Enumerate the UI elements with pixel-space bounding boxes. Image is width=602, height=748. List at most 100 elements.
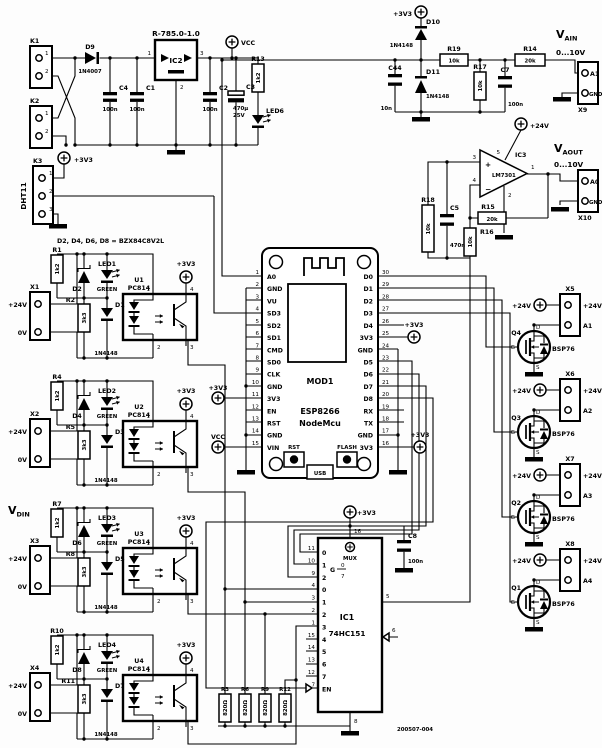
k2-label: K2 — [30, 98, 39, 105]
svg-text:S: S — [536, 450, 540, 456]
x10-label: X10 — [578, 215, 592, 222]
svg-text:GREEN: GREEN — [97, 414, 118, 420]
svg-text:R7: R7 — [52, 501, 61, 508]
svg-text:4: 4 — [190, 668, 194, 674]
diode-d11 — [415, 80, 427, 93]
flash-label: FLASH — [337, 445, 357, 451]
q3-ref: Q3 — [511, 415, 521, 422]
mod1-left-pin-number: 10 — [252, 380, 260, 386]
svg-text:3k3: 3k3 — [82, 439, 88, 450]
resistor-r14 — [514, 53, 546, 67]
d9-ref: D9 — [85, 44, 95, 51]
mod1-left-pin-number: 1 — [255, 270, 259, 276]
ic1-pin-label: 2 — [322, 612, 326, 619]
k2-pin2: 2 — [45, 129, 49, 135]
x1-label: X1 — [30, 284, 39, 291]
d11-ref: D11 — [426, 69, 440, 76]
mod1-name2: NodeMcu — [299, 419, 341, 428]
c44-value: 10n — [381, 106, 393, 112]
x9-gnd-label: GND — [589, 92, 602, 98]
svg-text:LED3: LED3 — [98, 515, 116, 522]
vaout-title: VAOUT — [554, 142, 583, 157]
mod1-left-pin-label: CLK — [267, 372, 280, 379]
opamp-plus: + — [485, 160, 491, 169]
mod1-left-pin-number: 9 — [255, 368, 259, 374]
resistor-r9 — [258, 693, 272, 723]
svg-text:3: 3 — [190, 599, 194, 605]
k1-label: K1 — [30, 38, 39, 45]
svg-text:G: G — [511, 430, 515, 436]
ic1-pin-label: 1 — [322, 562, 326, 569]
svg-text:S: S — [536, 620, 540, 626]
resistor-r6 — [238, 693, 252, 723]
cap-c3-polarized — [227, 90, 245, 96]
svg-text:+24V: +24V — [583, 388, 602, 395]
svg-text:4: 4 — [190, 541, 194, 547]
ic2-pin1: 1 — [147, 51, 151, 57]
mod1-left-pin-label: VIN — [267, 445, 279, 452]
ic1-g0: 0 — [341, 563, 345, 569]
svg-text:0V: 0V — [18, 711, 27, 718]
d10-value: 1N4148 — [390, 43, 414, 49]
svg-text:3k3: 3k3 — [82, 693, 88, 704]
svg-text:PC814: PC814 — [128, 666, 151, 673]
svg-text:D6: D6 — [72, 540, 82, 547]
ic1-3v3: +3V3 — [357, 510, 376, 517]
q4-gate: G — [511, 345, 515, 351]
diode-d9 — [85, 52, 96, 64]
connector-k2 — [29, 105, 53, 149]
mod1-name1: ESP8266 — [300, 407, 340, 416]
d2-ref: D2 — [72, 286, 82, 293]
mod1-left-pin-number: 2 — [255, 282, 259, 288]
din-block3-labels: X3 +24V 0V R7 1k2 D6 LED3 GREEN R8 3k3 D… — [8, 501, 195, 611]
c5-ref: C5 — [450, 205, 459, 212]
r15-ref: R15 — [481, 204, 495, 211]
mod1-3v3-right2: +3V3 — [411, 432, 430, 439]
mod1-right-pin-label: D0 — [364, 274, 374, 281]
mod1-right-pin-label: D1 — [364, 286, 373, 293]
svg-text:BSP76: BSP76 — [552, 601, 575, 608]
r16-value: 10k — [468, 236, 474, 248]
dht-3v3-label: +3V3 — [74, 157, 93, 164]
x7-label: X7 — [565, 456, 574, 463]
mod1-3v3-right1: +3V3 — [405, 322, 424, 329]
resistor-r13 — [251, 63, 265, 93]
svg-text:+3V3: +3V3 — [177, 515, 196, 522]
u1-part: PC814 — [128, 285, 151, 292]
x6-signal: A2 — [583, 408, 592, 415]
mod1-left-pin-number: 4 — [255, 307, 259, 313]
connector-k1 — [29, 45, 53, 89]
x3-label: X3 — [30, 538, 39, 545]
analog-out-section: +24V 5 IC3 + − LM7301 3 4 2 1 R18 10k C5… — [382, 117, 602, 603]
mod1-right-pin-number: 30 — [382, 270, 390, 276]
ic1-pin-number: 4 — [311, 583, 315, 589]
x5-label: X5 — [565, 286, 574, 293]
mod1-left-pin-number: 14 — [252, 429, 260, 435]
svg-text:BSP76: BSP76 — [552, 516, 575, 523]
q1-ref: Q1 — [511, 585, 521, 592]
ic1-pin-label: 1 — [322, 600, 326, 607]
mod1-right-pin-label: D5 — [364, 359, 373, 366]
ic1-pin-number: 1 — [311, 620, 315, 626]
resistor-r12 — [278, 693, 292, 723]
x10-gnd-label: GND — [589, 200, 602, 206]
antenna-icon — [303, 257, 345, 276]
led1-color: GREEN — [97, 287, 118, 293]
mod1-right-pin-number: 18 — [382, 417, 390, 423]
resistor-r15 — [477, 211, 507, 225]
mod1-right-pin-number: 26 — [382, 319, 390, 325]
svg-text:2: 2 — [157, 599, 161, 605]
mod1-left-pin-label: GND — [267, 384, 282, 391]
svg-text:+3V3: +3V3 — [177, 388, 196, 395]
opamp-minus: − — [485, 185, 491, 194]
ic3-pin1: 1 — [531, 165, 535, 171]
k3-pin3: 3 — [49, 207, 53, 213]
ain-3v3-label: +3V3 — [393, 11, 412, 18]
d1-ref: D1 — [115, 302, 125, 309]
mod1-ref: MOD1 — [307, 377, 334, 386]
ic1-pin-number: 10 — [308, 558, 316, 564]
r12-ref: R12 — [279, 687, 291, 693]
svg-text:D: D — [536, 495, 540, 501]
mod1-left-pin-number: 3 — [255, 294, 259, 300]
